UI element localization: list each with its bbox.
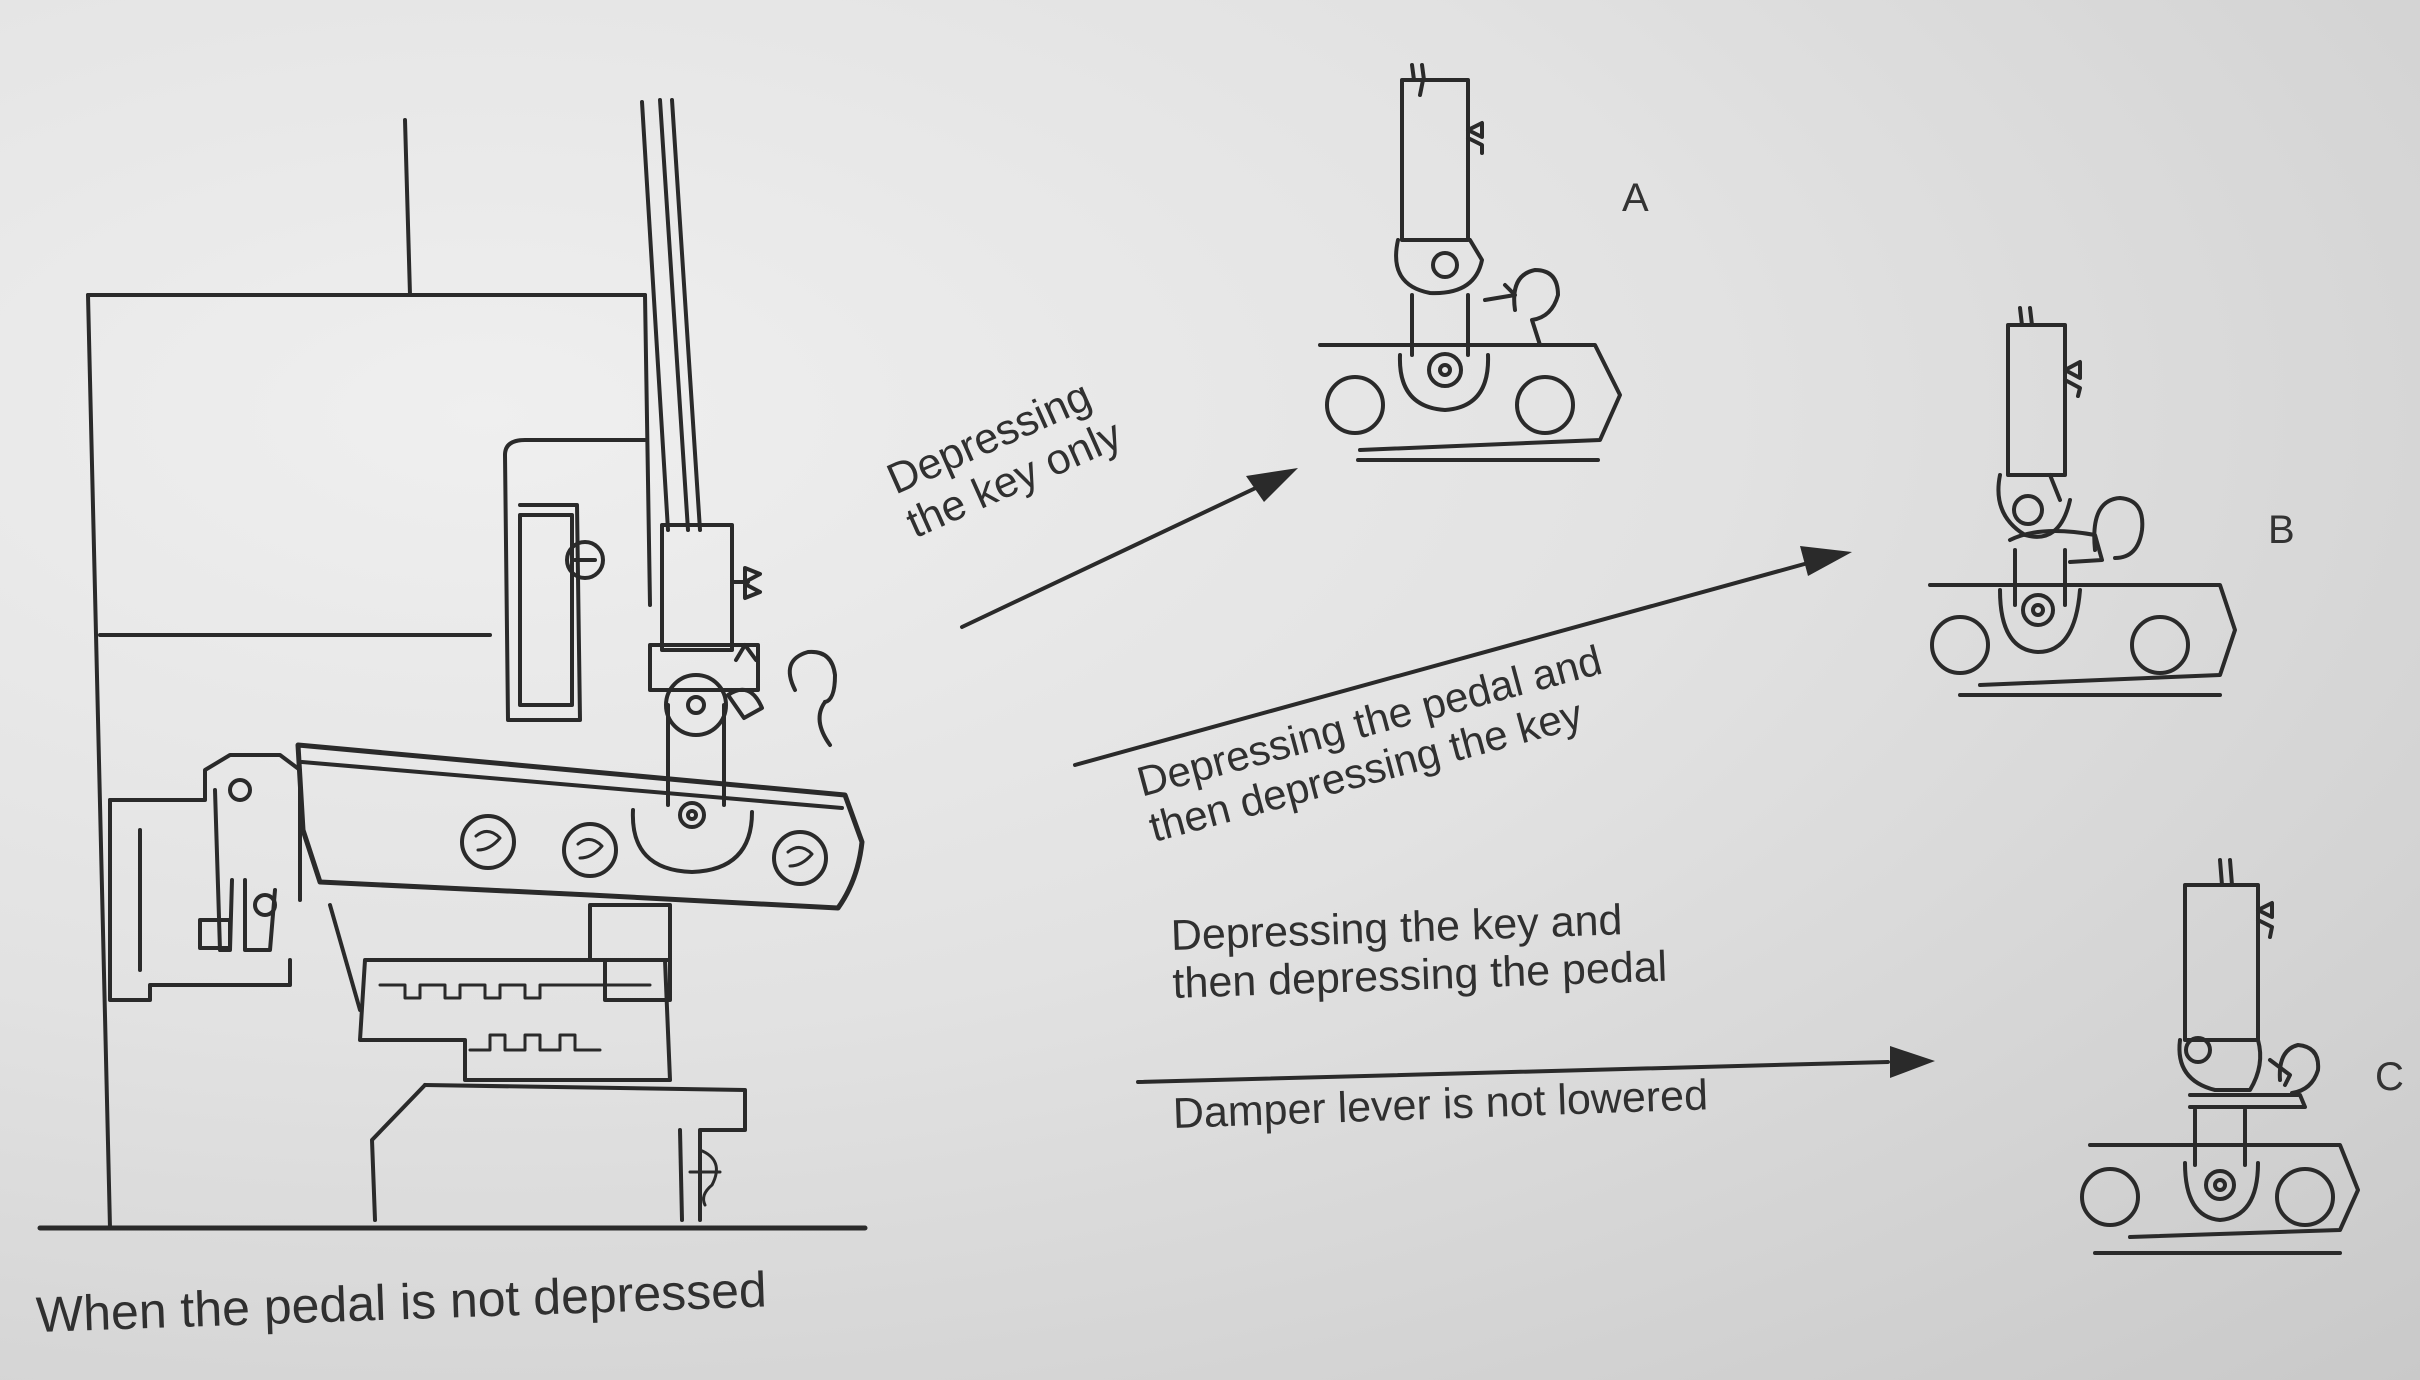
label-a: A	[1622, 176, 1649, 220]
arrow-b-head	[1800, 546, 1852, 576]
main-mechanism	[37, 98, 868, 1231]
arrow-c-head	[1890, 1046, 1935, 1078]
variant-a-mechanism	[1318, 63, 1622, 462]
variant-b-mechanism	[1928, 306, 2237, 697]
arrows	[960, 468, 1935, 1084]
label-b: B	[2268, 508, 2295, 552]
label-key-then-pedal: Depressing the key and then depressing t…	[1170, 896, 1668, 1009]
arrow-a-head	[1246, 468, 1298, 502]
variant-c-mechanism	[2080, 858, 2360, 1255]
label-c: C	[2375, 1055, 2404, 1099]
